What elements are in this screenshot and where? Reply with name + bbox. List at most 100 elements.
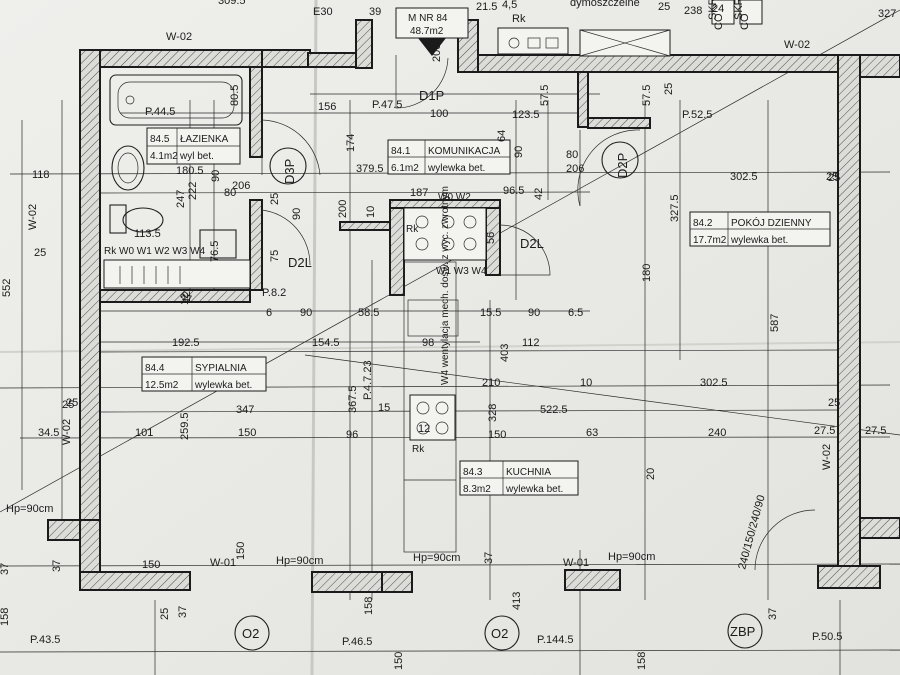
dimension-value: 158 — [0, 608, 11, 626]
dimension-value: 522.5 — [540, 404, 568, 416]
top-label: 21.5 — [476, 1, 497, 13]
dimension-value: 200 — [337, 200, 349, 218]
kitchen-installations: W1 W3 W4 — [436, 266, 487, 277]
dimension-value: 413 — [511, 592, 523, 610]
dimension-value: 12 — [181, 291, 193, 303]
dimension-value: 150 — [238, 427, 256, 439]
top-label: 24 — [712, 3, 724, 15]
dimension-value: 154.5 — [312, 337, 340, 349]
room-area: 6.1m2 — [391, 163, 419, 174]
top-label: 327 — [878, 8, 896, 20]
dimension-value: 247 — [175, 190, 187, 208]
diagonal-line — [0, 9, 900, 513]
dimension-value: 240 — [708, 427, 726, 439]
room-name: SYPIALNIA — [195, 363, 247, 374]
level-label: P.44.5 — [145, 106, 175, 118]
dimension-value: 42 — [533, 188, 545, 200]
paper-fold-line — [310, 0, 318, 675]
dimension-value: 76.5 — [209, 241, 221, 262]
dimension-value: 37 — [483, 552, 495, 564]
dimension-value: 302.5 — [730, 171, 758, 183]
room-finish: wylewka bet. — [194, 380, 252, 391]
dimension-value: 259.5 — [179, 412, 191, 440]
installation-boxes — [497, 0, 763, 57]
apartment-area: 48.7m2 — [410, 26, 444, 37]
callout-circles — [234, 141, 763, 651]
dimension-value: 150 — [488, 429, 506, 441]
dimension-value: 123.5 — [512, 109, 540, 121]
apartment-number: M NR 84 — [408, 13, 448, 24]
dimension-value: 80 — [566, 149, 578, 161]
wall-tag: W-01 — [210, 557, 236, 569]
level-label: P.46.5 — [342, 636, 372, 648]
dimension-value: 37 — [51, 560, 63, 572]
dimension-value: 25 — [159, 608, 171, 620]
top-label: E30 — [313, 6, 333, 18]
dimension-value: 58.5 — [358, 307, 379, 319]
room-id: 84.3 — [463, 467, 483, 478]
bath-installations: Rk W0 W1 W2 W3 W4 — [104, 246, 206, 257]
ventilation-note: W4 wentylacja mech. dośw. z wyc. zwrotny… — [440, 186, 451, 385]
dimension-value: 379.5 — [356, 163, 384, 175]
dimension-value: 187 — [410, 187, 428, 199]
dimension-value: 156 — [318, 101, 336, 113]
dimension-value: 37 — [767, 608, 779, 620]
dimension-value: 192.5 — [172, 337, 200, 349]
door-label: D2P — [615, 153, 630, 178]
wall-tag: W-02 — [166, 31, 192, 43]
dimension-value: 25 — [828, 172, 840, 184]
dimension-value: 587 — [769, 314, 781, 332]
level-label: P.144.5 — [537, 634, 574, 646]
window-name: O2 — [491, 626, 508, 641]
room-id: 84.1 — [391, 146, 411, 157]
level-label: P.47.5 — [372, 99, 402, 111]
level-label: P.43.5 — [30, 634, 60, 646]
window-sill: Hp=90cm — [276, 555, 323, 567]
kitchen-installations: W0 W2 — [438, 192, 471, 203]
room-name: ŁAZIENKA — [180, 134, 229, 145]
dimension-value: 98 — [422, 337, 434, 349]
dimension-value: 63 — [586, 427, 598, 439]
dimension-value: 6.5 — [568, 307, 583, 319]
top-label: CO — [739, 13, 751, 30]
wall-tag: W-02 — [821, 444, 833, 470]
room-name: KUCHNIA — [506, 467, 551, 478]
top-label: 4,5 — [502, 0, 517, 11]
door-label: D2L — [520, 236, 544, 251]
dimension-value: 34.5 — [38, 427, 59, 439]
room-box-dividers — [142, 128, 830, 495]
wall-tag: W-02 — [61, 419, 73, 445]
dimension-value: 552 — [1, 279, 13, 297]
dimension-value: 27.5 — [865, 425, 886, 437]
dimension-value: 37 — [0, 563, 11, 575]
door-label: D1P — [419, 88, 444, 103]
top-label: 238 — [684, 5, 702, 17]
dimension-value: 328 — [487, 404, 499, 422]
top-label: SKR — [707, 0, 719, 20]
apartment-entry-arrow — [418, 38, 446, 56]
dimension-value: 150 — [235, 542, 247, 560]
dimension-value: 15.5 — [480, 307, 501, 319]
paper-fold-line — [0, 341, 900, 353]
level-label: P.50.5 — [812, 631, 842, 643]
dimension-value: 113.5 — [134, 228, 161, 240]
dimension-value: 37 — [180, 294, 192, 306]
top-label: 39 — [369, 6, 381, 18]
level-label: P.8.2 — [262, 287, 286, 299]
dimension-value: 180 — [641, 264, 653, 282]
room-finish: wylewka bet. — [505, 484, 563, 495]
dimension-value: 150 — [142, 559, 160, 571]
window-name: ZBP — [730, 624, 755, 639]
dimension-value: 302.5 — [700, 377, 728, 389]
room-area: 17.7m2 — [693, 235, 727, 246]
door-label: D2L — [288, 255, 312, 270]
dimension-value: 10 — [580, 377, 592, 389]
dimension-value: 25 — [34, 247, 46, 259]
room-area: 8.3m2 — [463, 484, 491, 495]
door-label: D3P — [282, 159, 297, 184]
dimension-value: 206 — [232, 180, 250, 192]
dimension-value: 90 — [513, 146, 525, 158]
dimension-value: 10 — [365, 206, 377, 218]
dimension-value: 20 — [645, 468, 657, 480]
window-sill: Hp=90cm — [608, 551, 655, 563]
